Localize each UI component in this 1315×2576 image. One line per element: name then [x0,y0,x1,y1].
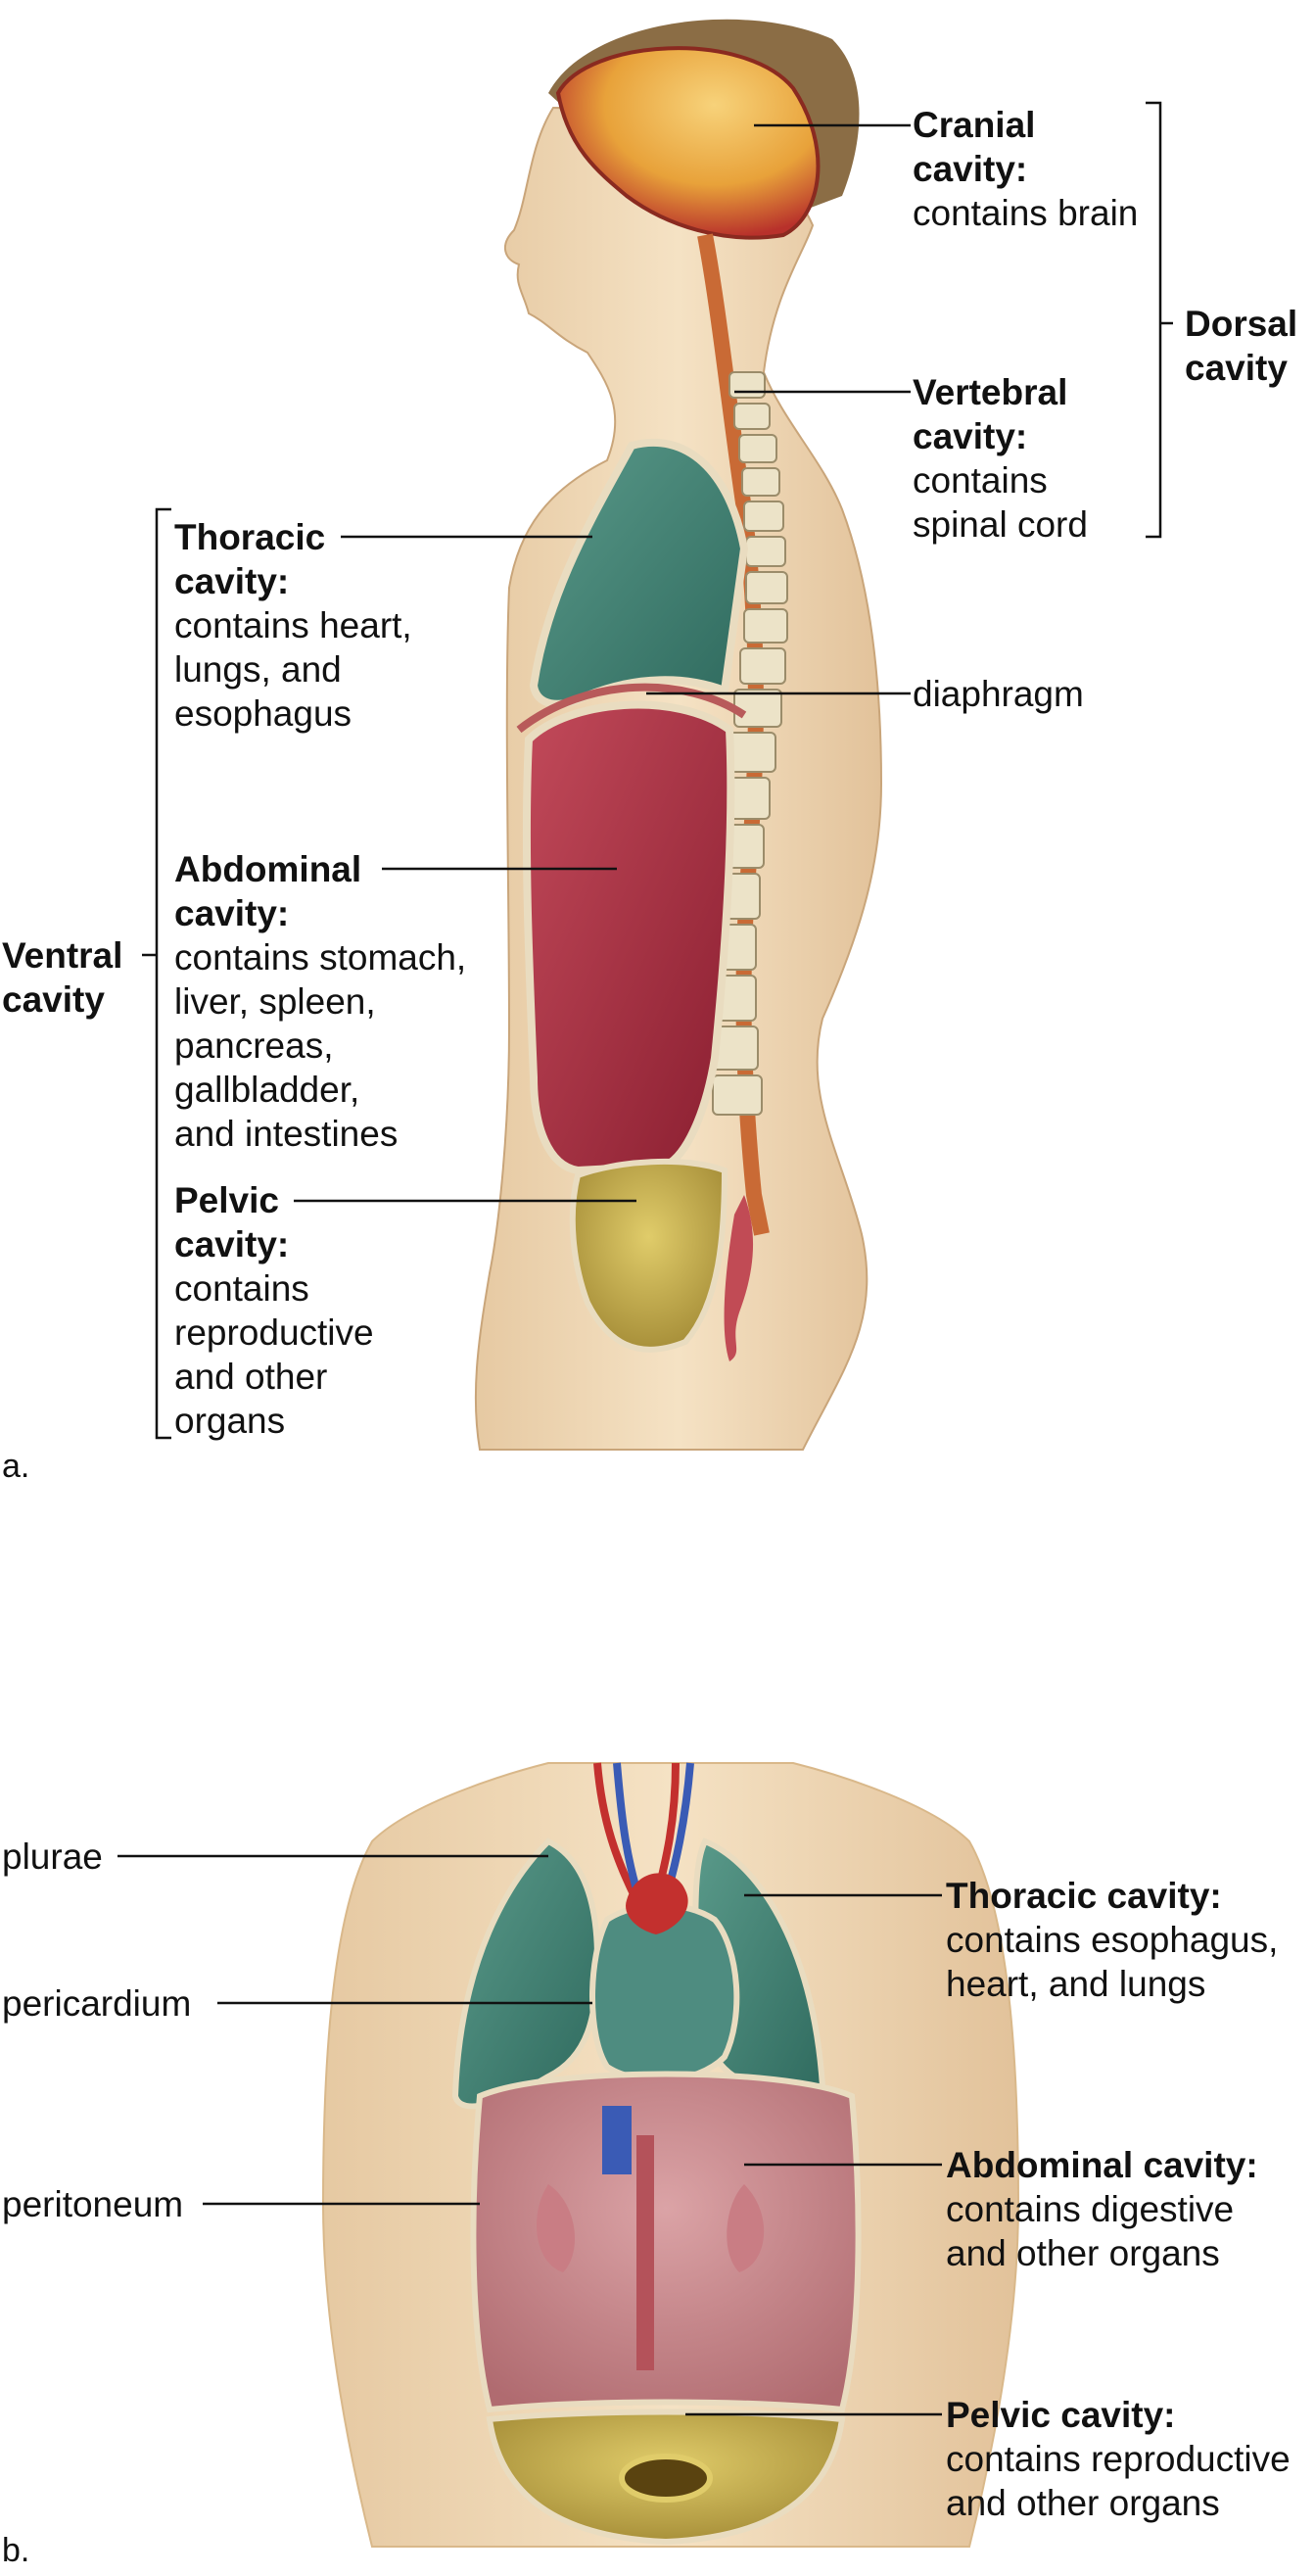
thoracic-title-b: Thoracic cavity: [946,1876,1222,1916]
vertebral-desc-2: spinal cord [913,504,1088,545]
kidney-right [727,2184,765,2272]
abdominal-desc-a-2: liver, spleen, [174,981,376,1022]
thoracic-title-a: Thoracic [174,517,326,557]
panel-a-letter: a. [2,1448,30,1485]
pelvic-cavity-label-a: Pelvic cavity: contains reproductive and… [174,1178,374,1443]
pelvic-opening [619,2454,713,2503]
pelvic-desc-a-2: reproductive [174,1312,374,1353]
plurae-text: plurae [2,1837,103,1877]
aorta [636,2135,654,2370]
vertebral-desc-1: contains [913,460,1048,501]
abdominal-title-a: Abdominal [174,849,362,889]
thoracic-title2-a: cavity: [174,561,290,601]
leader-lines-a [142,101,1173,1440]
pelvic-cavity-label-b: Pelvic cavity: contains reproductive and… [946,2393,1291,2525]
kidney-left [537,2184,575,2272]
pelvic-title-a: Pelvic [174,1180,279,1220]
thoracic-desc-a-3: esophagus [174,693,352,734]
ventral-title2: cavity [2,979,105,1020]
vertebral-title: Vertebral [913,372,1068,412]
pelvic-desc-a-4: organs [174,1401,286,1441]
thoracic-cavity-shape [529,438,749,708]
diaphragm-text: diaphragm [913,674,1084,714]
pericardium-text: pericardium [2,1983,192,2024]
thoracic-desc-a-1: contains heart, [174,605,412,645]
ventral-title: Ventral [2,935,123,976]
leader-lines-b [117,1854,942,2416]
abdominal-title-b: Abdominal cavity: [946,2145,1258,2185]
abdominal-desc-a-3: pancreas, [174,1026,334,1066]
cranial-desc: contains brain [913,193,1139,233]
pelvic-cavity-shape [569,1158,728,1353]
cranial-cavity-label: Cranial cavity: contains brain [913,103,1138,235]
peritoneum-text: peritoneum [2,2184,184,2224]
diaphragm-shape [516,683,747,734]
diaphragm-label: diaphragm [913,672,1084,716]
ventral-cavity-label: Ventral cavity [2,933,122,1022]
cranial-title2: cavity: [913,149,1028,189]
abdominal-desc-b-2: and other organs [946,2233,1220,2273]
abdominal-cavity-label-b: Abdominal cavity: contains digestive and… [946,2143,1258,2275]
thoracic-cavity-label-b: Thoracic cavity: contains esophagus, hea… [946,1874,1278,2006]
abdominal-title2-a: cavity: [174,893,290,933]
dorsal-cavity-label: Dorsal cavity [1185,302,1297,390]
thoracic-desc-b-2: heart, and lungs [946,1964,1206,2004]
peritoneum-label: peritoneum [2,2182,183,2226]
abdominal-cavity-front [470,2071,862,2413]
abdominal-desc-b-1: contains digestive [946,2189,1235,2229]
pelvic-desc-a-1: contains [174,1268,309,1309]
pelvic-title2-a: cavity: [174,1224,290,1264]
pelvic-title-b: Pelvic cavity: [946,2395,1176,2435]
cranial-cavity-shape [555,46,821,240]
abdominal-cavity-label-a: Abdominal cavity: contains stomach, live… [174,847,466,1156]
abdominal-desc-a-5: and intestines [174,1114,399,1154]
front-view-figure [321,1762,1020,2548]
plurae-label: plurae [2,1835,103,1879]
rectum [724,1195,754,1361]
abdominal-desc-a-4: gallbladder, [174,1070,360,1110]
thoracic-cavity-label-a: Thoracic cavity: contains heart, lungs, … [174,515,412,736]
thoracic-desc-b-1: contains esophagus, [946,1920,1279,1960]
side-view-figure [474,19,883,1451]
pelvic-desc-b-1: contains reproductive [946,2439,1291,2479]
cranial-title: Cranial [913,105,1036,145]
panel-b-letter: b. [2,2532,30,2569]
vertebral-cavity-label: Vertebral cavity: contains spinal cord [913,370,1088,547]
thoracic-desc-a-2: lungs, and [174,649,342,690]
dorsal-title: Dorsal [1185,304,1298,344]
dorsal-title2: cavity [1185,348,1288,388]
heart-shape [626,1873,688,1934]
pelvic-desc-a-3: and other [174,1357,328,1397]
vertebral-title2: cavity: [913,416,1028,456]
pelvic-desc-b-2: and other organs [946,2483,1220,2523]
abdominal-cavity-shape [522,700,735,1175]
abdominal-desc-a-1: contains stomach, [174,937,467,978]
vena-cava [602,2106,632,2174]
pericardium-label: pericardium [2,1981,191,2026]
